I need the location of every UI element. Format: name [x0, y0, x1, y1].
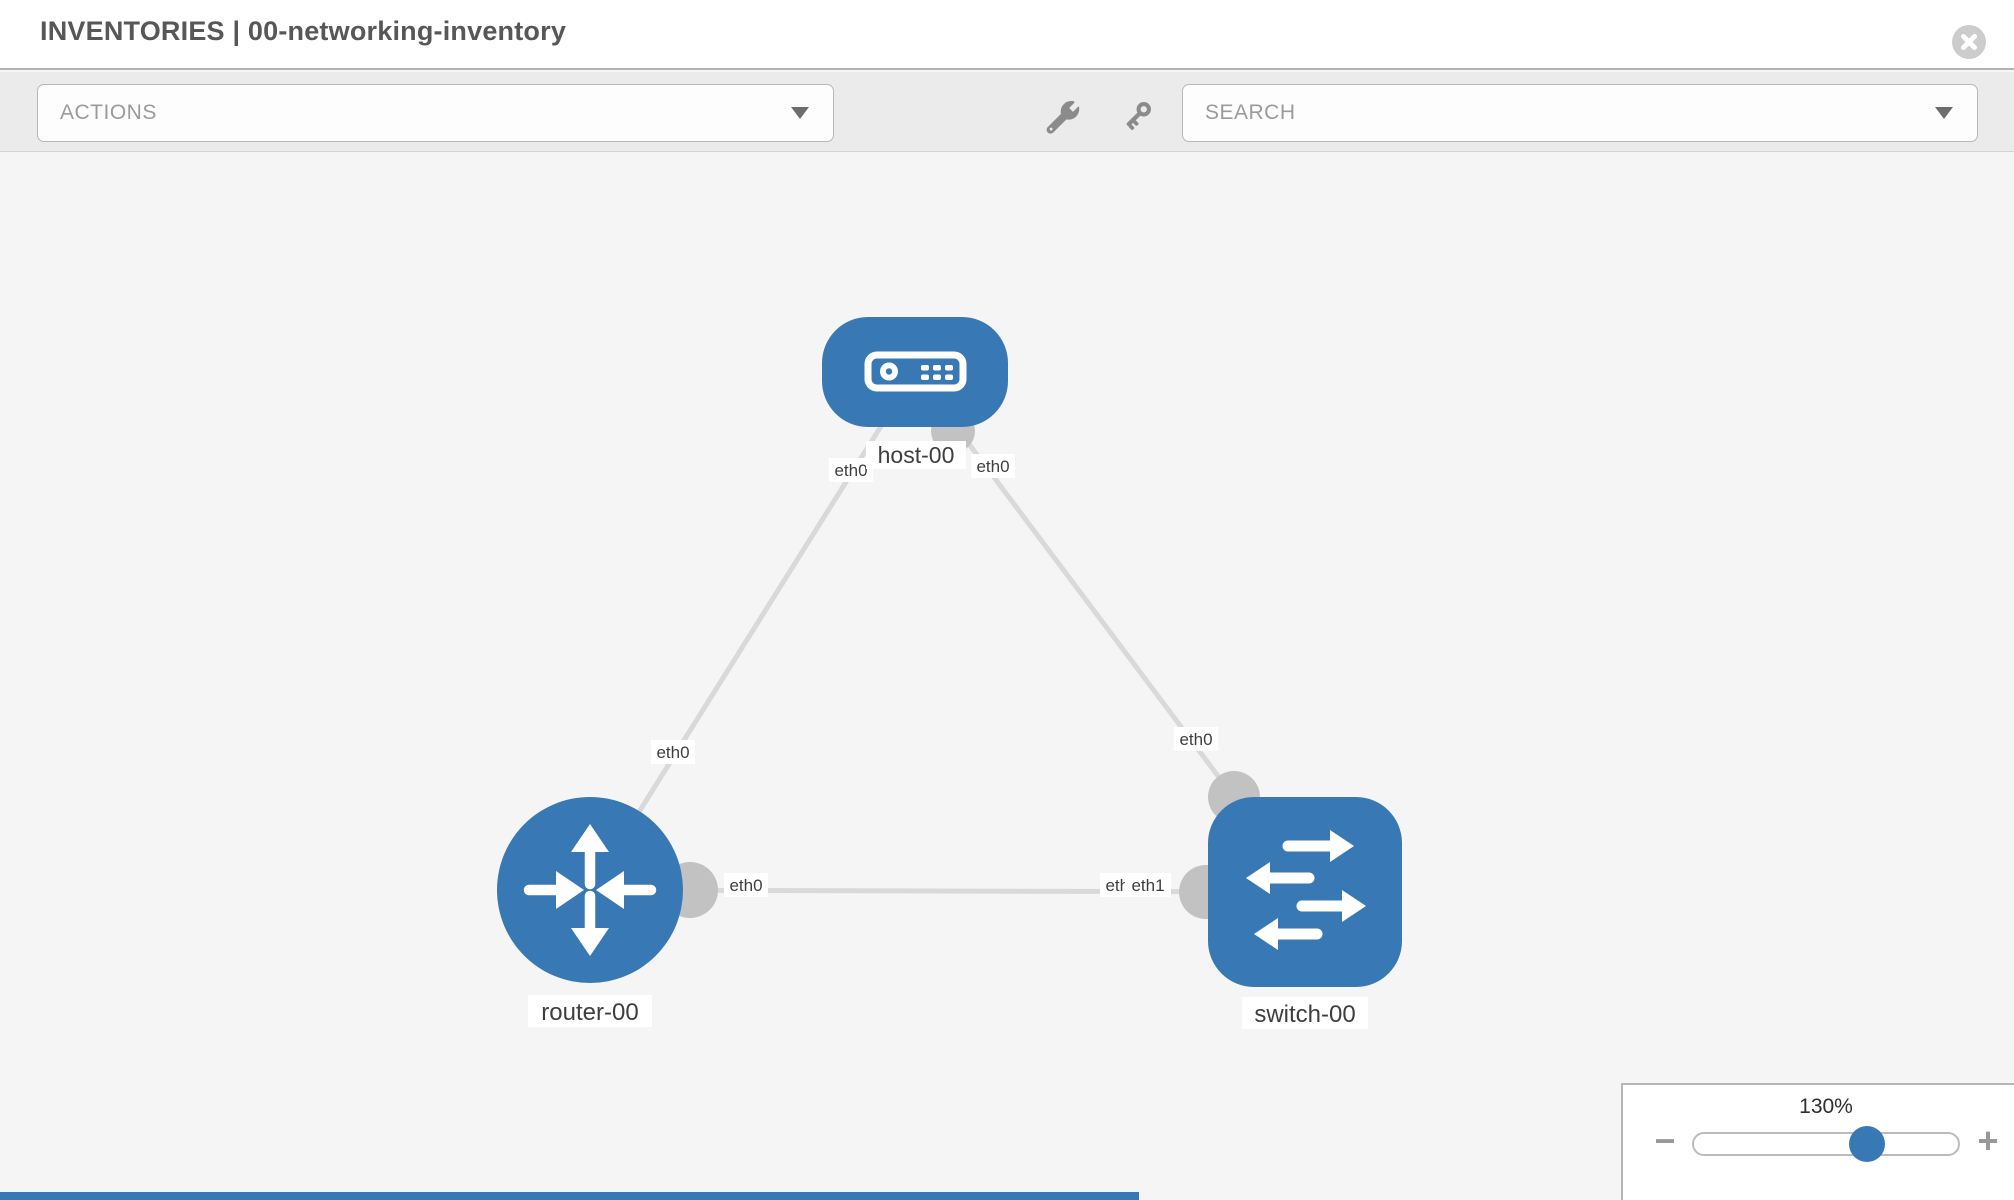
close-icon	[1961, 34, 1977, 50]
chevron-down-icon	[791, 107, 809, 119]
search-dropdown[interactable]: SEARCH	[1182, 84, 1978, 142]
wrench-button[interactable]	[1041, 94, 1085, 138]
toolbar: ACTIONS SEARCH	[0, 72, 2014, 152]
node-router-00[interactable]	[497, 797, 683, 983]
zoom-level: 130%	[1799, 1095, 1853, 1118]
zoom-slider-knob[interactable]	[1849, 1126, 1885, 1162]
port-group	[662, 409, 1260, 919]
node-label-switch-00: switch-00	[1254, 1001, 1355, 1028]
node-host-00[interactable]	[822, 317, 1008, 427]
page-title: INVENTORIES | 00-networking-inventory	[40, 16, 567, 46]
zoom-in-button[interactable]: +	[1977, 1120, 1999, 1161]
wrench-icon	[1046, 101, 1080, 134]
node-label-host-00: host-00	[878, 442, 955, 468]
zoom-out-button[interactable]: −	[1654, 1120, 1676, 1161]
key-button[interactable]	[1115, 94, 1159, 138]
interface-label: eth0	[656, 743, 689, 762]
interface-label: eth1	[1131, 876, 1164, 895]
search-dropdown-label: SEARCH	[1205, 101, 1296, 124]
close-button[interactable]	[1952, 25, 1986, 59]
zoom-control-panel: 130% − +	[1621, 1083, 2014, 1200]
header: INVENTORIES | 00-networking-inventory	[0, 0, 2014, 70]
actions-dropdown[interactable]: ACTIONS	[37, 84, 834, 142]
actions-dropdown-label: ACTIONS	[60, 101, 157, 124]
node-switch-00[interactable]	[1208, 797, 1402, 987]
node-label-router-00: router-00	[541, 999, 638, 1026]
interface-label: eth0	[834, 461, 867, 480]
interface-label: eth0	[729, 876, 762, 895]
interface-label: eth0	[976, 457, 1009, 476]
bottom-panel-edge	[0, 1192, 1139, 1200]
switch-icon	[1246, 830, 1366, 950]
host-icon	[864, 351, 967, 392]
router-icon	[523, 824, 657, 956]
chevron-down-icon	[1935, 107, 1953, 119]
interface-label: eth0	[1179, 730, 1212, 749]
zoom-slider-track[interactable]	[1692, 1132, 1960, 1156]
key-icon	[1126, 102, 1151, 130]
label-group: eth0 eth0 eth0 eth0 eth0 eth0 eth1 host-…	[528, 441, 1368, 1029]
